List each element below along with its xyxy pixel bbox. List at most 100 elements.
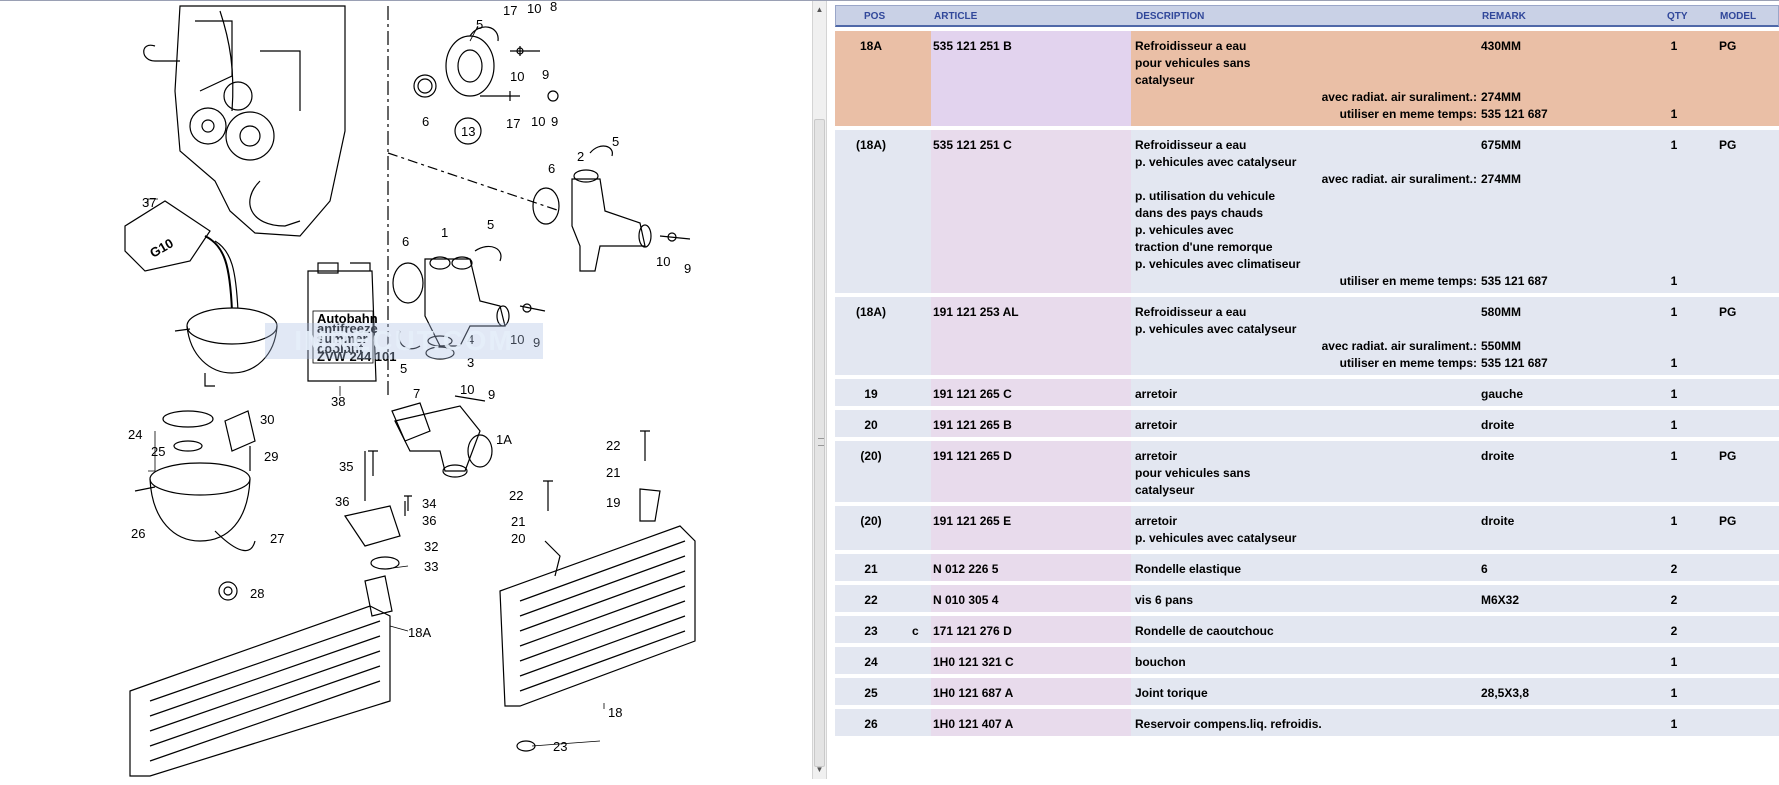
sub-label: utiliser en meme temps:: [1339, 356, 1477, 370]
sub-qty: 1: [1670, 107, 1678, 121]
article-cell-bg: [931, 130, 1131, 293]
expansion-tank-lower: [134, 410, 256, 601]
qty-cell: 1: [1670, 305, 1678, 319]
article-cell-bg: [931, 709, 1131, 736]
description-line: p. vehicules avec catalyseur: [1135, 531, 1297, 545]
col-description[interactable]: DESCRIPTION: [1136, 11, 1205, 22]
bottle-text-3: summer: [317, 331, 368, 346]
can-label: G10: [147, 235, 176, 260]
watermark: IMRECUT.COM: [265, 323, 543, 359]
callout: 2: [577, 149, 584, 164]
scroll-down-icon[interactable]: ▼: [815, 765, 824, 774]
article-cell-bg: [931, 616, 1131, 643]
remark-cell: 6: [1481, 562, 1488, 576]
callout: 9: [542, 67, 549, 82]
remark-cell: droite: [1481, 514, 1515, 528]
bottle-text-5: ZVW 244 101: [317, 349, 397, 364]
engine-block: [143, 5, 346, 237]
parts-diagram: 17 10 8 5 6 9 10 13 17 10 9 2 5 6 10 9 3…: [0, 1, 808, 779]
remark-cell: droite: [1481, 418, 1515, 432]
article-cell-bg: [931, 506, 1131, 550]
description-line: p. vehicules avec: [1135, 223, 1234, 237]
sub-label: utiliser en meme temps:: [1339, 107, 1477, 121]
callout: 18A: [408, 625, 431, 640]
callout: 9: [533, 335, 540, 350]
callout: 28: [250, 586, 264, 601]
article-cell-bg: [931, 647, 1131, 674]
col-article[interactable]: ARTICLE: [934, 11, 978, 22]
callout: 17: [503, 3, 517, 18]
article-cell: 191 121 265 D: [933, 449, 1012, 463]
description-line: catalyseur: [1135, 483, 1195, 497]
article-cell: 191 121 265 E: [933, 514, 1012, 528]
radiator-18a: [129, 575, 393, 777]
callout: 30: [260, 412, 274, 427]
qty-cell: 2: [1670, 562, 1678, 576]
grip-icon: [818, 438, 824, 446]
scroll-thumb[interactable]: [814, 119, 825, 767]
callout: 6: [422, 114, 429, 129]
col-remark[interactable]: REMARK: [1482, 11, 1526, 22]
pos-cell: (18A): [855, 305, 886, 319]
scroll-up-icon[interactable]: ▲: [815, 5, 824, 14]
pos-cell: 21: [864, 562, 878, 576]
callout: 27: [270, 531, 284, 546]
pos-cell: 19: [864, 387, 878, 401]
qty-cell: 1: [1670, 418, 1678, 432]
pos-cell: 20: [864, 418, 878, 432]
description-line: vis 6 pans: [1135, 593, 1194, 607]
callout: 8: [550, 1, 557, 14]
model-cell: PG: [1719, 514, 1737, 528]
col-model[interactable]: MODEL: [1720, 11, 1757, 22]
vertical-scrollbar[interactable]: ▲ ▼: [812, 1, 827, 779]
sub-qty: 1: [1670, 356, 1678, 370]
description-line: Rondelle de caoutchouc: [1135, 624, 1274, 638]
qty-cell: 1: [1670, 138, 1678, 152]
pos-cell: 25: [864, 686, 878, 700]
callout: 24: [128, 427, 142, 442]
article-cell-bg: [931, 297, 1131, 375]
qty-cell: 1: [1670, 717, 1678, 731]
callout: 10: [527, 1, 541, 16]
description-line: arretoir: [1135, 418, 1178, 432]
model-cell: PG: [1719, 305, 1737, 319]
sub-remark: 535 121 687: [1481, 107, 1548, 121]
qty-cell: 1: [1670, 514, 1678, 528]
col-pos[interactable]: POS: [864, 11, 886, 22]
callout: 1: [441, 225, 448, 240]
description-line: arretoir: [1135, 514, 1178, 528]
sub-remark: 535 121 687: [1481, 274, 1548, 288]
description-line: catalyseur: [1135, 73, 1195, 87]
article-cell-bg: [931, 585, 1131, 612]
callout: 6: [402, 234, 409, 249]
remark-cell: droite: [1481, 449, 1515, 463]
callout: 3: [467, 355, 474, 370]
callout: 33: [424, 559, 438, 574]
article-cell: 191 121 253 AL: [933, 305, 1019, 319]
qty-cell: 1: [1670, 686, 1678, 700]
callout: 29: [264, 449, 278, 464]
pos-cell: (18A): [855, 138, 886, 152]
description-line: traction d'une remorque: [1135, 240, 1273, 254]
col-qty[interactable]: QTY: [1667, 11, 1688, 22]
sub-remark: 535 121 687: [1481, 356, 1548, 370]
description-line: dans des pays chauds: [1135, 206, 1264, 220]
article-cell-bg: [931, 410, 1131, 437]
description-line: pour vehicules sans: [1135, 56, 1251, 70]
flag-cell: c: [912, 624, 919, 638]
callout: 35: [339, 459, 353, 474]
article-cell: N 010 305 4: [933, 593, 999, 607]
